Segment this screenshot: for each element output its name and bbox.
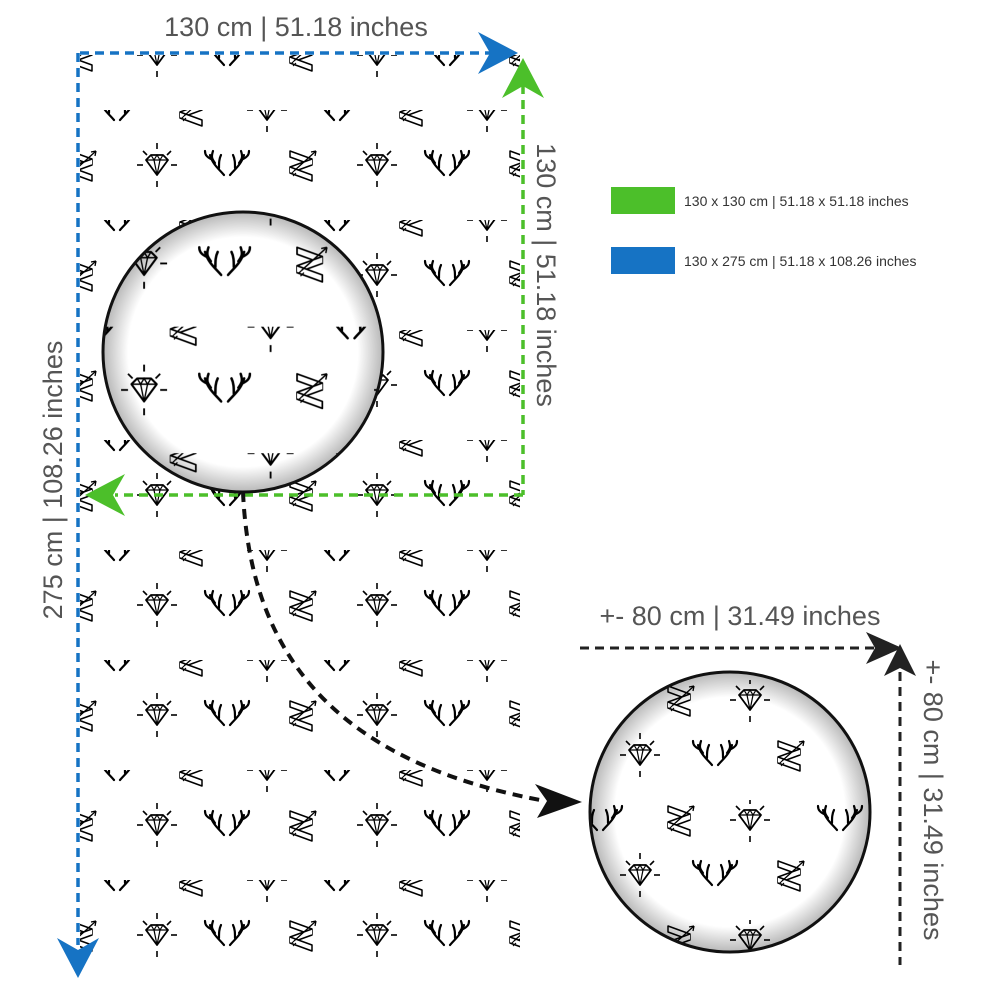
wallpaper-strip — [80, 55, 520, 975]
zoom-height-label: +- 80 cm | 31.49 inches — [918, 660, 948, 941]
zoom-dimension-lines — [580, 632, 916, 965]
connector-arrowhead-icon — [535, 784, 582, 818]
top-width-label: 130 cm | 51.18 inches — [164, 12, 428, 42]
magnifier-small-circle — [101, 210, 385, 494]
blue-dimension-lines — [57, 32, 518, 978]
blue-arrow-right-icon — [478, 32, 518, 74]
green-dimension-lines — [85, 58, 544, 516]
legend-swatch-green — [611, 187, 675, 214]
green-height-label: 130 cm | 51.18 inches — [531, 143, 561, 407]
green-arrow-up-icon — [502, 58, 544, 98]
zoom-connector-arrow — [241, 491, 582, 818]
blue-arrow-down-icon — [57, 938, 99, 978]
legend: 130 x 130 cm | 51.18 x 51.18 inches 130 … — [611, 187, 916, 274]
legend-swatch-blue — [611, 247, 675, 274]
zoom-detail-circle — [588, 670, 872, 954]
green-arrow-left-icon — [85, 474, 125, 516]
zoom-width-label: +- 80 cm | 31.49 inches — [600, 601, 881, 631]
zoom-arrow-up-icon — [884, 644, 916, 676]
legend-label-green: 130 x 130 cm | 51.18 x 51.18 inches — [684, 193, 909, 209]
legend-label-blue: 130 x 275 cm | 51.18 x 108.26 inches — [684, 253, 916, 269]
zoom-arrow-right-icon — [866, 632, 902, 664]
blue-height-label: 275 cm | 108.26 inches — [38, 341, 68, 620]
